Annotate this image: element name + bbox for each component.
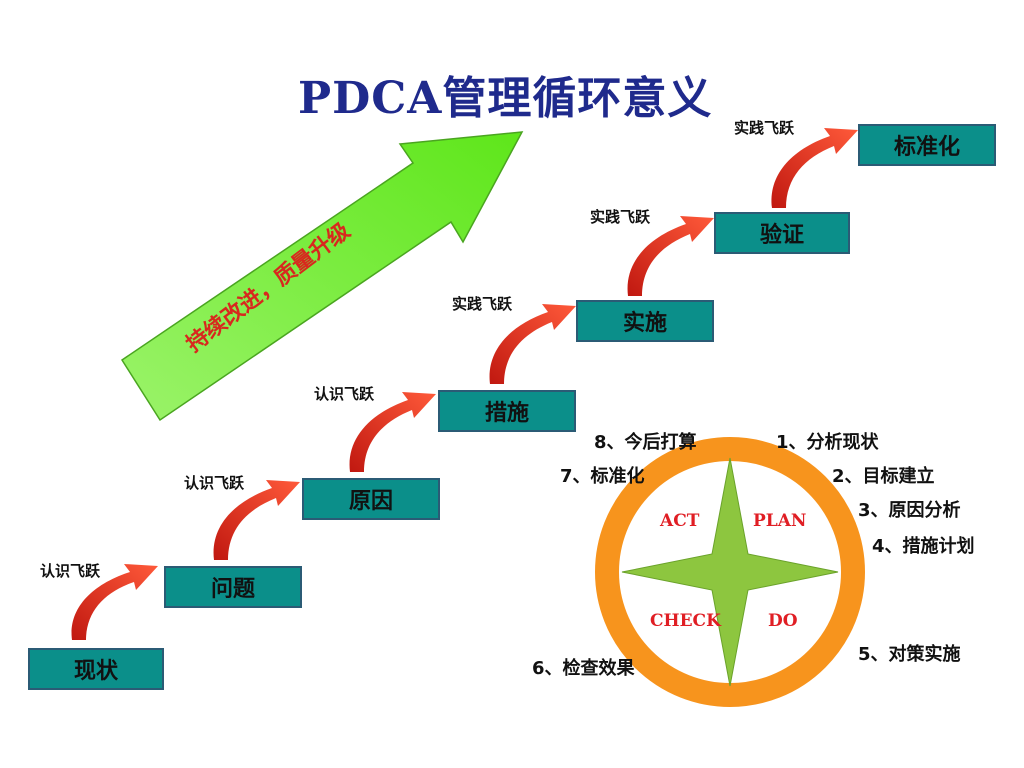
quadrant-do: DO bbox=[768, 611, 798, 631]
stair-box-measure: 措施 bbox=[438, 390, 576, 432]
leap-arrow bbox=[627, 216, 714, 296]
cycle-step-5: 5、对策实施 bbox=[858, 644, 961, 665]
leap-arrow bbox=[349, 392, 436, 472]
stair-box-verify: 验证 bbox=[714, 212, 850, 254]
green-progress-arrow bbox=[120, 131, 524, 422]
leap-label: 实践飞跃 bbox=[590, 208, 651, 226]
cycle-step-8: 8、今后打算 bbox=[594, 432, 697, 453]
leap-label: 认识飞跃 bbox=[314, 385, 375, 403]
leap-arrow bbox=[771, 128, 858, 208]
leap-arrow bbox=[71, 564, 158, 640]
leap-label: 认识飞跃 bbox=[40, 562, 101, 580]
quadrant-act: ACT bbox=[659, 511, 700, 531]
leap-label: 实践飞跃 bbox=[452, 295, 513, 313]
leap-label: 实践飞跃 bbox=[734, 119, 795, 137]
pdca-cycle-diagram: ACT PLAN CHECK DO bbox=[595, 437, 865, 707]
stair-box-standardize: 标准化 bbox=[858, 124, 996, 166]
star-icon bbox=[621, 457, 839, 687]
stair-box-problem: 问题 bbox=[164, 566, 302, 608]
cycle-step-2: 2、目标建立 bbox=[832, 466, 935, 487]
leap-arrow bbox=[213, 480, 300, 560]
cycle-step-3: 3、原因分析 bbox=[858, 500, 961, 521]
cycle-step-6: 6、检查效果 bbox=[532, 658, 635, 679]
stair-box-cause: 原因 bbox=[302, 478, 440, 520]
leap-label: 认识飞跃 bbox=[184, 474, 245, 492]
stair-box-status: 现状 bbox=[28, 648, 164, 690]
leap-arrow bbox=[489, 304, 576, 384]
page-title: PDCA管理循环意义 bbox=[298, 73, 713, 124]
cycle-step-1: 1、分析现状 bbox=[776, 432, 879, 453]
stair-box-implement: 实施 bbox=[576, 300, 714, 342]
cycle-step-4: 4、措施计划 bbox=[872, 536, 975, 557]
quadrant-plan: PLAN bbox=[753, 511, 806, 531]
cycle-step-7: 7、标准化 bbox=[560, 466, 645, 487]
quadrant-check: CHECK bbox=[650, 611, 722, 631]
